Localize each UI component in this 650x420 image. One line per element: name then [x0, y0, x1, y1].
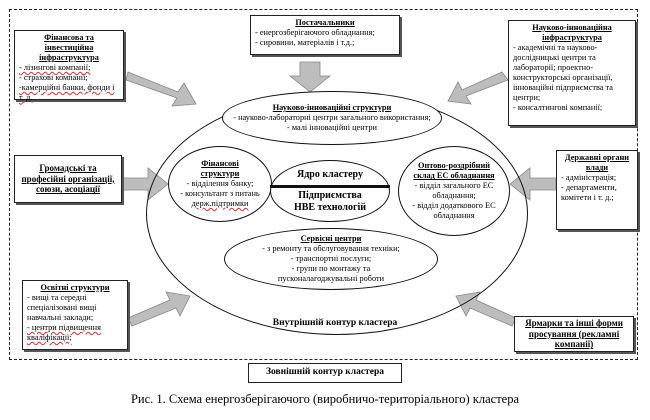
box-research-infra-item: - академічні та науково-дослідницькі цен… — [513, 42, 613, 102]
inner-service: Сервісні центри - з ремонту та обслугову… — [224, 228, 438, 290]
box-research-infra-item: - консалтингові компанії; — [513, 102, 603, 112]
box-government-item: - адміністрація; — [561, 172, 617, 182]
inner-service-item: - транспортні послуги; — [290, 254, 372, 264]
box-education-item: - центри підвищення кваліфікації; — [27, 322, 101, 342]
arrow-financial — [125, 71, 197, 107]
outer-contour-label-text: Зовнішній контур кластера — [266, 367, 384, 378]
inner-finance-item: держ.підтримки — [191, 198, 249, 208]
inner-finance-item: - відділення банку; — [186, 179, 254, 189]
core-title: Ядро кластеру — [297, 168, 363, 180]
box-suppliers-title: Постачальники — [295, 18, 355, 27]
box-education-item: - вищі та середні спеціалізовані вищі на… — [27, 292, 97, 322]
box-suppliers: Постачальники - енергозберігаючого облад… — [250, 15, 400, 55]
inner-warehouse-item: - відділ додаткового ЕС обладнання — [412, 200, 496, 220]
inner-warehouse: Оптово-роздрібний склад ЕС обладнання - … — [398, 146, 510, 236]
box-government-item: - департаменти, комітети і т. д.; — [561, 182, 617, 202]
inner-finance-item: - консультант з питань — [180, 188, 260, 198]
inner-warehouse-title: Оптово-роздрібний склад ЕС обладнання — [413, 161, 495, 181]
core-line1: Підприємства — [298, 189, 362, 201]
box-research-infrastructure: Науково-інноваційна інфраструктура - ака… — [508, 20, 636, 126]
outer-contour-label: Зовнішній контур кластера — [248, 363, 402, 383]
inner-service-item: - з ремонту та обслуговування техніки; — [262, 244, 400, 254]
box-suppliers-item: - сировини, матеріалів і т.д.; — [255, 37, 355, 47]
inner-contour-label: Внутрішній контур кластера — [272, 318, 398, 328]
box-government-title: Державні органи влади — [564, 153, 630, 172]
box-financial-item: -камерційні банки, фонди і т. д. — [19, 82, 115, 102]
arrow-fairs — [455, 291, 517, 327]
box-suppliers-item: - енергозберігаючого обладнання; — [255, 27, 375, 37]
arrow-research-infra — [447, 71, 509, 105]
arrow-education — [127, 291, 191, 327]
box-fairs: Ярмарки та інші форми просування (реклам… — [514, 316, 634, 352]
box-financial-title: Фінансова та інвестиційна інфраструктура — [39, 33, 99, 62]
core-line2: НВЕ технологій — [293, 201, 367, 213]
inner-warehouse-item: - відділ загального ЕС обладнання; — [414, 181, 494, 200]
box-financial-item: - страхові компанії; — [19, 72, 88, 82]
inner-finance: Фінансові структури - відділення банку; … — [168, 146, 272, 222]
inner-research-item: - малі інноваційні центри — [286, 122, 377, 132]
box-research-infra-title: Науково-інноваційна інфраструктура — [532, 23, 612, 42]
box-public-organizations: Громадські та професійні організації, со… — [14, 155, 122, 203]
figure-caption: Рис. 1. Схема енергозберігаючого (виробн… — [130, 392, 520, 406]
box-government: Державні органи влади - адміністрація; -… — [556, 150, 638, 230]
box-public-title: Громадські та професійні організації, со… — [21, 162, 115, 195]
box-financial-infrastructure: Фінансова та інвестиційна інфраструктура… — [14, 30, 124, 102]
inner-finance-title: Фінансові структури — [200, 159, 240, 179]
box-education-title: Освітні структури — [40, 283, 110, 292]
inner-research: Науково-інноваційні структури - науково-… — [222, 91, 442, 145]
arrow-suppliers — [288, 61, 332, 93]
inner-service-title: Сервісні центри — [300, 234, 362, 244]
core-divider — [270, 184, 390, 188]
inner-service-item: - групи по монтажу та пусконалагоджуваль… — [277, 263, 385, 283]
box-education: Освітні структури - вищі та середні спец… — [22, 280, 128, 350]
inner-research-item: - науково-лабораторні центри загального … — [233, 113, 431, 123]
core-ellipse: Ядро кластеру Підприємства НВЕ технологі… — [270, 160, 390, 222]
inner-research-title: Науково-інноваційні структури — [272, 103, 392, 113]
box-fairs-title: Ярмарки та інші форми просування (реклам… — [525, 317, 623, 350]
box-financial-item: - лізингові компанії; — [19, 62, 91, 72]
